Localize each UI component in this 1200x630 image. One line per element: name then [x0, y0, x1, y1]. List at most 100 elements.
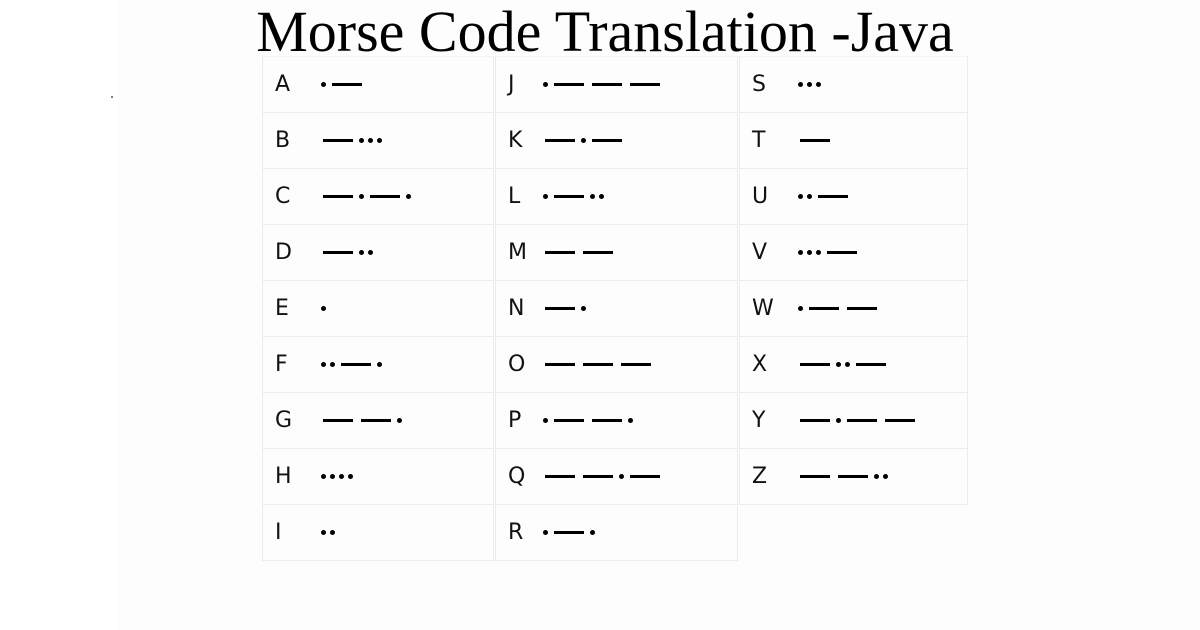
morse-dash	[554, 83, 584, 86]
morse-dash	[323, 419, 353, 422]
morse-code	[796, 281, 881, 336]
morse-dot	[321, 362, 326, 367]
morse-dash	[847, 307, 877, 310]
morse-letter: A	[275, 72, 291, 97]
morse-code	[541, 281, 588, 336]
morse-cell-x: X	[739, 337, 968, 393]
morse-dash	[592, 139, 622, 142]
morse-dash	[800, 419, 830, 422]
morse-cell-o: O	[495, 337, 738, 393]
morse-dash	[885, 419, 915, 422]
morse-dot	[798, 306, 803, 311]
morse-cell-s: S	[739, 56, 968, 113]
morse-code	[319, 449, 355, 504]
morse-code	[796, 393, 919, 448]
morse-code	[541, 337, 655, 392]
morse-dash	[554, 531, 584, 534]
morse-letter: U	[752, 184, 769, 209]
morse-dot	[807, 82, 812, 87]
morse-dash	[323, 251, 353, 254]
morse-letter: M	[508, 240, 527, 265]
morse-dot	[543, 194, 548, 199]
morse-code	[319, 281, 328, 336]
morse-cell-y: Y	[739, 393, 968, 449]
morse-letter: Q	[508, 464, 526, 489]
morse-dash	[323, 139, 353, 142]
morse-cell-f: F	[262, 337, 494, 393]
morse-dash	[332, 83, 362, 86]
morse-dot	[397, 418, 402, 423]
morse-cell-k: K	[495, 113, 738, 169]
morse-letter: Y	[752, 408, 766, 433]
morse-dot	[368, 250, 373, 255]
morse-dot	[330, 530, 335, 535]
morse-dot	[330, 362, 335, 367]
morse-code	[319, 57, 366, 112]
morse-dash	[827, 251, 857, 254]
morse-letter: F	[275, 352, 288, 377]
morse-dash	[583, 363, 613, 366]
morse-code	[319, 337, 384, 392]
morse-code	[541, 449, 664, 504]
morse-code	[541, 57, 664, 112]
morse-dash	[583, 251, 613, 254]
morse-code	[541, 169, 606, 224]
morse-cell-z: Z	[739, 449, 968, 505]
morse-code	[541, 113, 626, 168]
morse-cell-c: C	[262, 169, 494, 225]
morse-dash	[341, 363, 371, 366]
morse-code	[541, 505, 597, 560]
morse-code	[796, 113, 834, 168]
morse-dash	[847, 419, 877, 422]
morse-dash	[323, 195, 353, 198]
morse-cell-l: L	[495, 169, 738, 225]
morse-dot	[321, 530, 326, 535]
morse-letter: K	[508, 128, 523, 153]
morse-cell-h: H	[262, 449, 494, 505]
morse-dash	[583, 475, 613, 478]
morse-letter: E	[275, 296, 289, 321]
morse-dot	[330, 474, 335, 479]
morse-dash	[838, 475, 868, 478]
morse-code	[796, 225, 861, 280]
morse-dash	[800, 139, 830, 142]
morse-dot	[321, 474, 326, 479]
morse-dash	[545, 251, 575, 254]
morse-letter: B	[275, 128, 291, 153]
morse-letter: H	[275, 464, 292, 489]
morse-dot	[377, 362, 382, 367]
morse-dot	[874, 474, 879, 479]
morse-letter: T	[752, 128, 766, 153]
morse-dot	[798, 194, 803, 199]
morse-cell-v: V	[739, 225, 968, 281]
morse-code	[796, 57, 823, 112]
morse-dash	[361, 419, 391, 422]
morse-cell-i: I	[262, 505, 494, 561]
morse-code	[319, 225, 375, 280]
morse-dash	[818, 195, 848, 198]
background-panel	[118, 0, 1200, 630]
morse-dot	[628, 418, 633, 423]
morse-code	[319, 169, 413, 224]
morse-dot	[377, 138, 382, 143]
morse-dot	[581, 306, 586, 311]
morse-dash	[809, 307, 839, 310]
morse-code	[796, 169, 852, 224]
morse-dot	[619, 474, 624, 479]
morse-cell-g: G	[262, 393, 494, 449]
morse-dot	[543, 418, 548, 423]
morse-letter: P	[508, 408, 522, 433]
morse-dot	[543, 82, 548, 87]
morse-letter: O	[508, 352, 526, 377]
morse-dash	[545, 139, 575, 142]
morse-letter: J	[508, 72, 515, 97]
morse-dot	[339, 474, 344, 479]
morse-dash	[545, 363, 575, 366]
morse-dash	[592, 83, 622, 86]
morse-dot	[348, 474, 353, 479]
morse-cell-p: P	[495, 393, 738, 449]
morse-code	[319, 505, 337, 560]
morse-cell-j: J	[495, 56, 738, 113]
morse-cell-w: W	[739, 281, 968, 337]
